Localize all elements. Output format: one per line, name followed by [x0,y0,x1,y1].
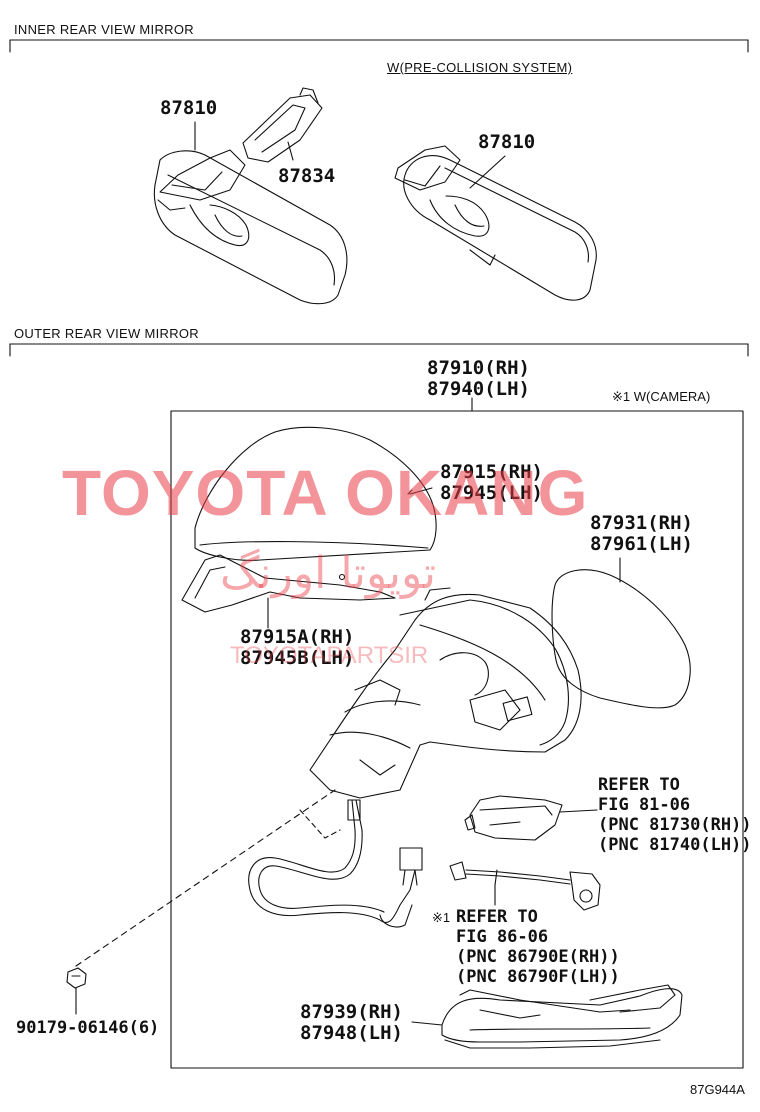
inner-mirror-section-title: INNER REAR VIEW MIRROR [14,22,194,37]
refer-camera-line2: FIG 86-06 [456,927,549,947]
mirror-body-illustration [309,587,582,799]
refer-turn-signal-line1: REFER TO [598,775,680,795]
leader-87810-b [469,155,506,189]
part-label-base-lh: 87948(LH) [300,1022,403,1044]
inner-mirror-right-illustration [394,145,597,301]
part-label-lower-cover-rh: 87915A(RH) [240,626,355,648]
refer-camera-line3: (PNC 86790E(RH)) [456,947,620,967]
wire-harness-illustration [248,799,423,928]
part-label-glass-lh: 87961(LH) [590,533,693,555]
part-label-cover-rh: 87915(RH) [440,461,543,483]
lower-cover-illustration [181,554,396,613]
figure-code: 87G944A [690,1082,745,1097]
part-label-87810-left: 87810 [160,97,218,119]
part-label-screw: 90179-06146(6) [16,1018,160,1038]
mirror-glass-illustration [551,569,691,709]
pre-collision-condition-label: W(PRE-COLLISION SYSTEM) [387,60,573,75]
leader-turn-signal [559,809,598,813]
camera-condition-note: ※1 W(CAMERA) [612,389,711,404]
outer-mirror-section-title: OUTER REAR VIEW MIRROR [14,326,199,341]
refer-turn-signal-line4: (PNC 81740(LH)) [598,835,752,855]
part-label-mirror-assy-rh: 87910(RH) [427,357,530,379]
part-label-mirror-assy-lh: 87940(LH) [427,378,530,400]
camera-reference-mark: ※1 [432,910,451,925]
part-label-base-rh: 87939(RH) [300,1001,403,1023]
mirror-cover-illustration [194,426,437,561]
part-label-87810-right: 87810 [478,131,536,153]
refer-turn-signal-line3: (PNC 81730(RH)) [598,815,752,835]
refer-camera-line1: REFER TO [456,907,538,927]
part-label-lower-cover-lh: 87945B(LH) [240,647,355,669]
inner-mirror-left-illustration [153,149,348,305]
camera-illustration [449,861,601,911]
outer-section-bracket [9,343,749,357]
refer-turn-signal-line2: FIG 81-06 [598,795,691,815]
outer-assembly-frame [170,410,744,1069]
screw-illustration [66,967,87,989]
mirror-base-illustration [441,984,683,1049]
part-label-cover-lh: 87945(LH) [440,482,543,504]
screw-position-dashed-line [299,809,341,839]
inner-mirror-cover-illustration [242,87,323,163]
refer-camera-line4: (PNC 86790F(LH)) [456,967,620,987]
leader-87915 [409,487,433,495]
turn-signal-lamp-illustration [464,795,563,841]
part-label-87834: 87834 [278,165,336,187]
screw-installation-dashed-line [75,789,336,967]
inner-section-bracket [9,39,749,53]
part-label-glass-rh: 87931(RH) [590,512,693,534]
leader-87939 [411,1021,443,1026]
leader-87834 [287,141,294,161]
